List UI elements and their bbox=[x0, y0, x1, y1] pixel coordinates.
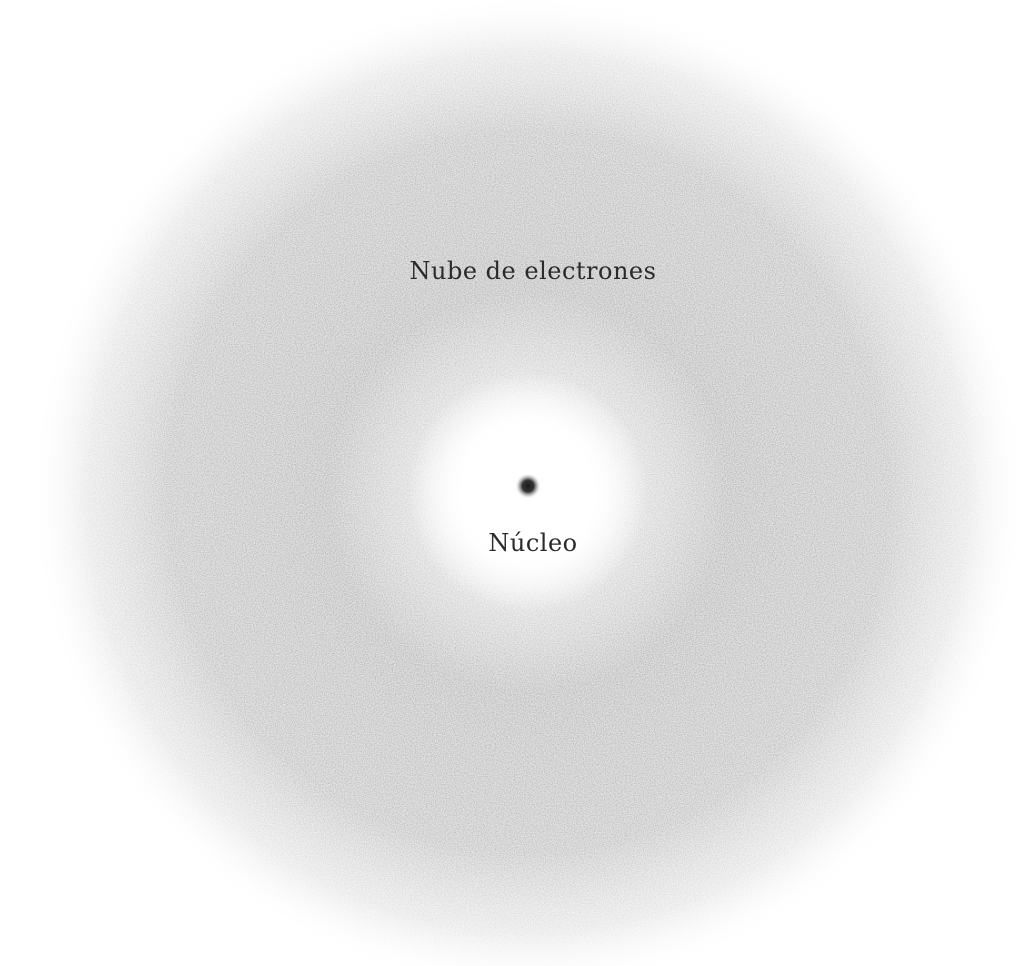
nucleus bbox=[515, 473, 541, 499]
electron-cloud-label: Nube de electrones bbox=[410, 257, 657, 285]
nucleus-label: Núcleo bbox=[488, 529, 577, 557]
